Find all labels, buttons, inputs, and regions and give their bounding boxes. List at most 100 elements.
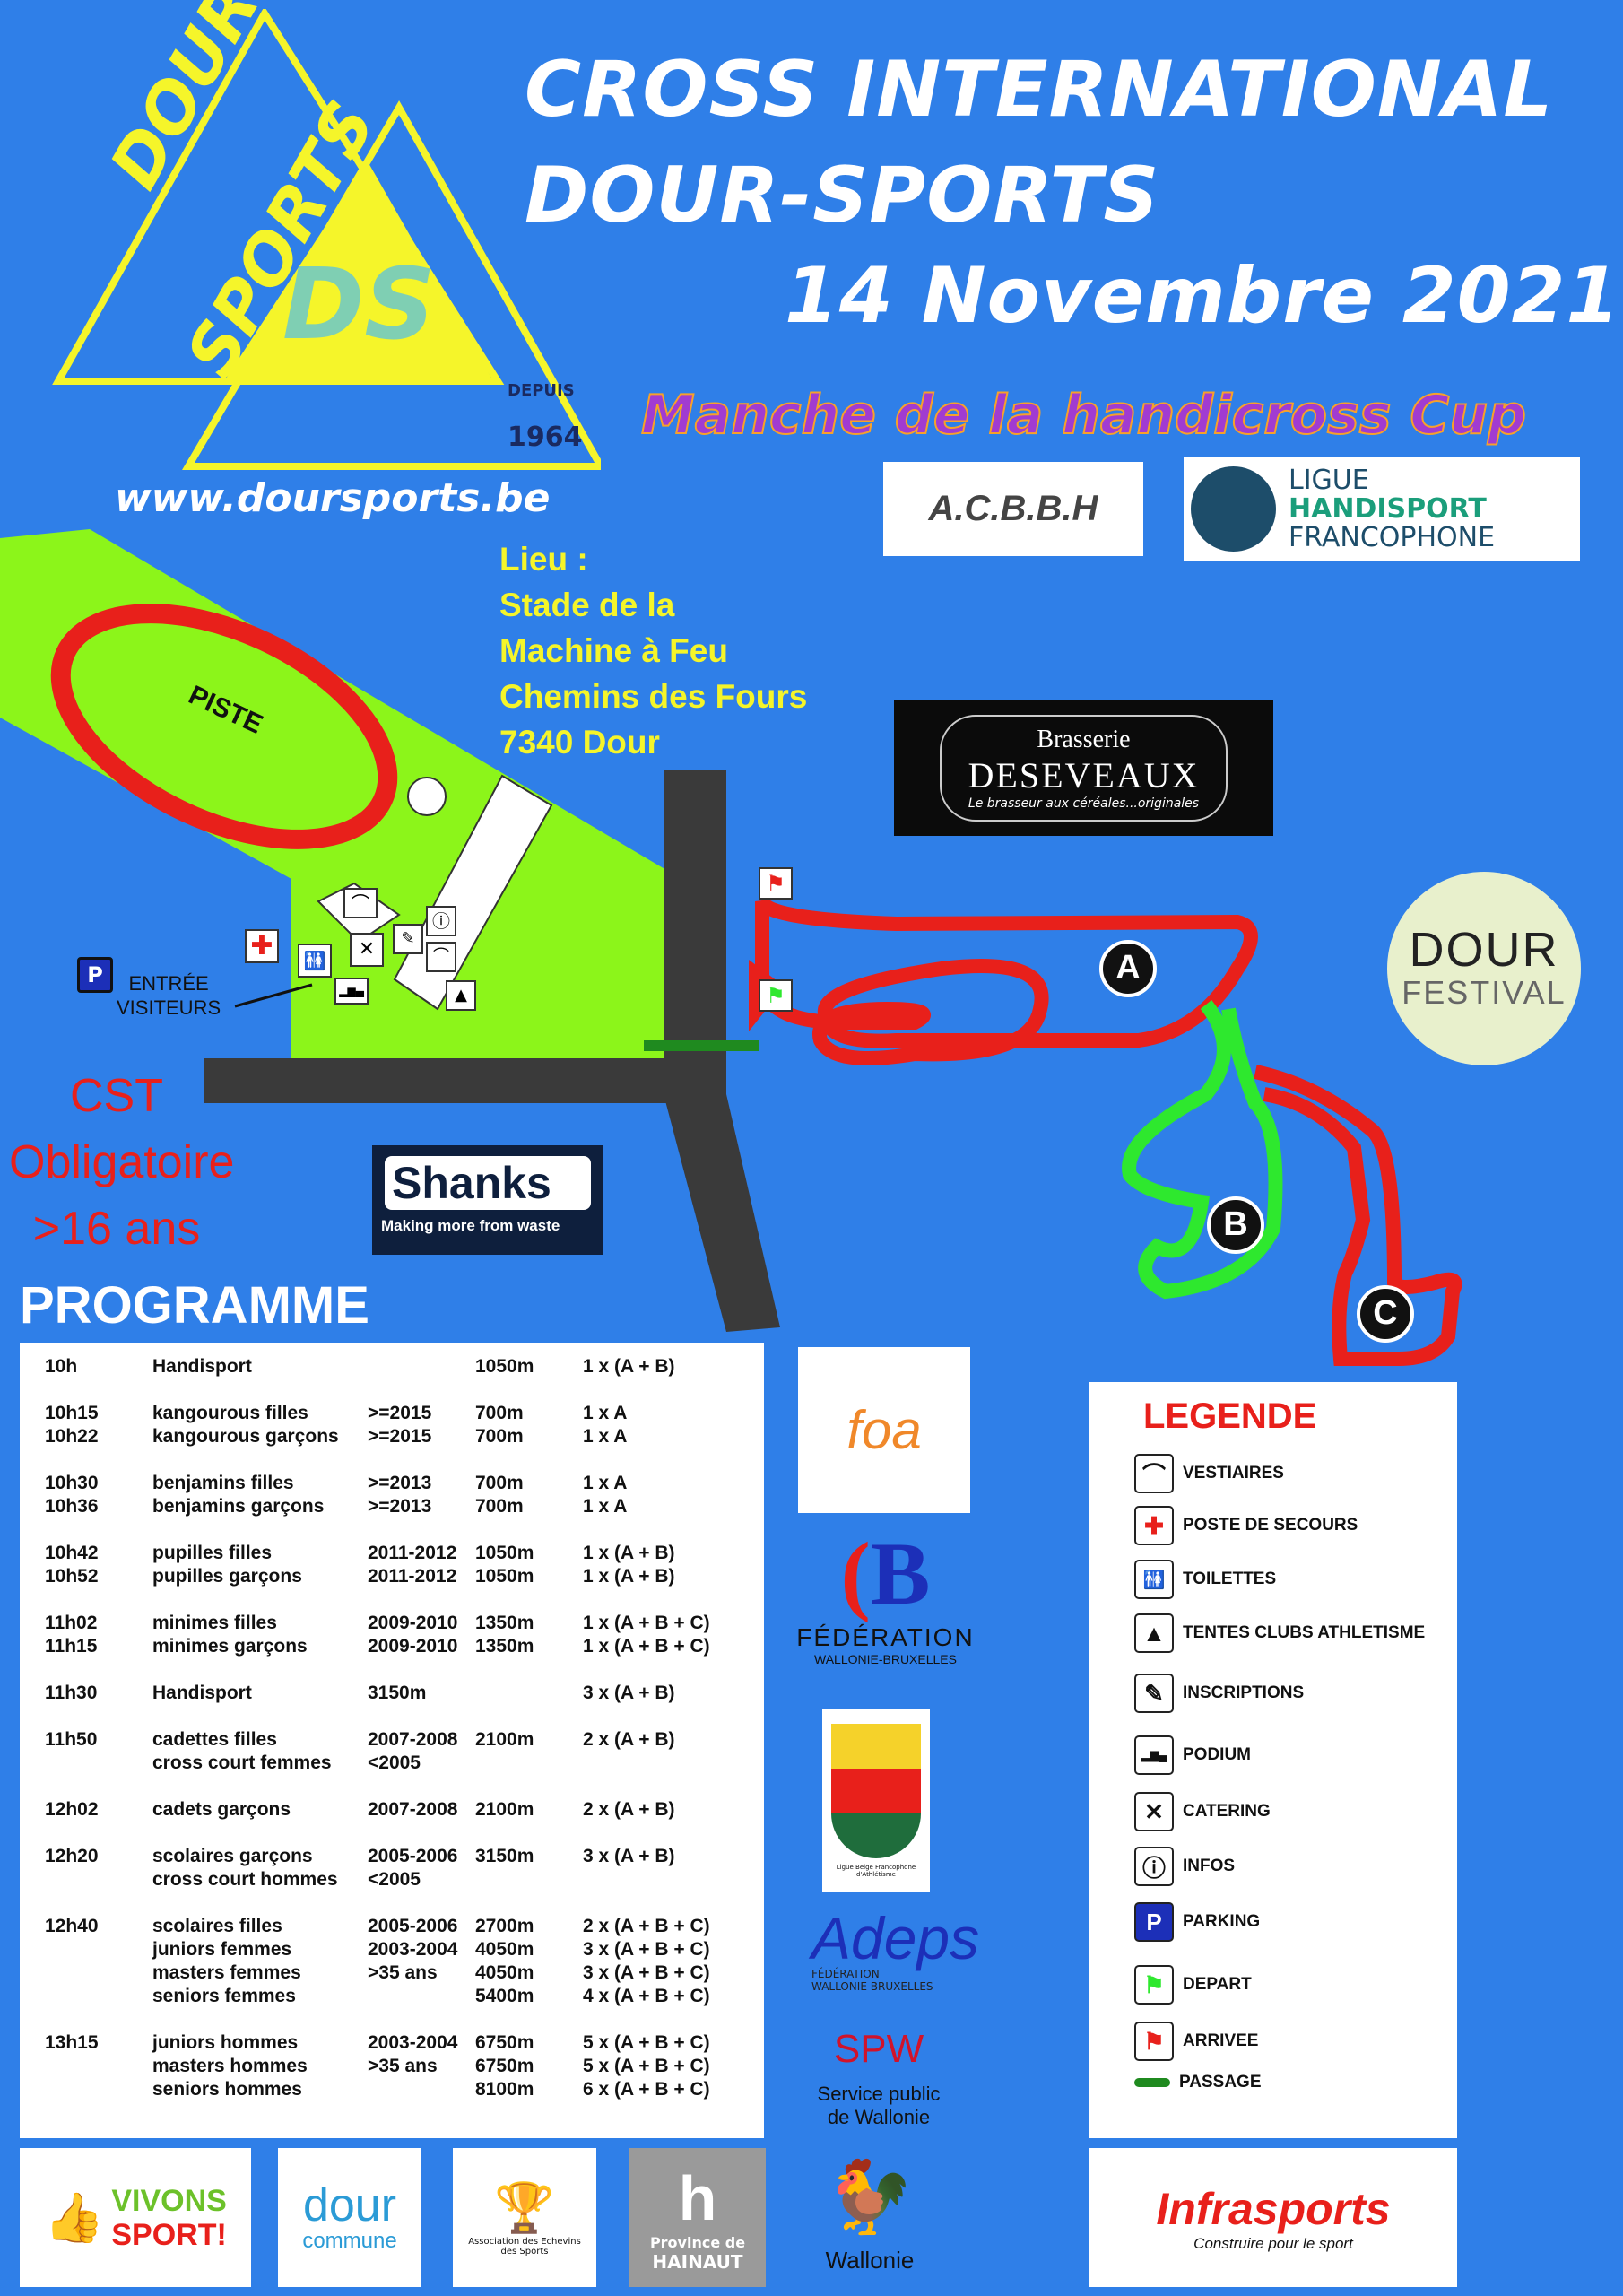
programme-cell-cat: benjamins garçons — [152, 1496, 325, 1517]
programme-cell-laps: 3 x (A + B + C) — [583, 1939, 710, 1960]
programme-cell-laps: 1 x A — [583, 1496, 628, 1517]
legend-label: INFOS — [1183, 1857, 1236, 1875]
parking-map-icon: P — [77, 957, 113, 993]
rooster-icon: 🐓 — [825, 2155, 915, 2239]
legend-label: ARRIVEE — [1183, 2031, 1259, 2050]
programme-cell-cat: juniors femmes — [152, 1939, 292, 1960]
legend-item: 🚻TOILETTES — [1134, 1560, 1276, 1599]
programme-cell-year: 2003-2004 — [368, 1939, 458, 1960]
programme-cell-dist: 4050m — [475, 1962, 534, 1983]
club-logo-since-year: 1964 — [508, 422, 583, 453]
programme-cell-laps: 3 x (A + B + C) — [583, 1962, 710, 1983]
programme-cell-cat: minimes filles — [152, 1613, 277, 1633]
website-link[interactable]: www.doursports.be — [115, 475, 551, 521]
legend-label: PASSAGE — [1179, 2073, 1262, 2092]
toilets-icon: 🚻 — [1134, 1560, 1174, 1599]
programme-cell-time: 12h02 — [45, 1799, 99, 1820]
club-logo — [52, 9, 601, 470]
programme-cell-dist — [475, 1752, 583, 1775]
programme-cell-time — [45, 2078, 152, 2101]
tent-icon: ▲ — [1134, 1613, 1174, 1653]
programme-cell-cat: cadettes filles — [152, 1729, 277, 1750]
programme-cell-laps: 2 x (A + B) — [583, 1729, 675, 1750]
programme-cell-laps: 1 x (A + B) — [583, 1566, 675, 1587]
programme-cell-dist: 1050m — [475, 1543, 534, 1563]
legend-item: ✎ INSCRIPTIONS — [1134, 1674, 1304, 1713]
start-flag-icon: ⚑ — [1134, 1965, 1174, 2005]
programme-cell-cat: masters femmes — [152, 1962, 301, 1983]
legend-item: ▂▆▄PODIUM — [1134, 1735, 1251, 1775]
programme-cell-laps — [583, 1868, 744, 1892]
legend-item: PASSAGE — [1134, 2073, 1262, 2092]
programme-cell-time: 10h52 — [45, 1566, 99, 1587]
trophy-icon: 🏆 — [494, 2179, 555, 2236]
course-map — [0, 529, 1462, 1366]
club-logo-since-label: DEPUIS — [508, 381, 575, 400]
programme-cell-time: 12h20 — [45, 1846, 99, 1866]
shanks-logo: Shanks Making more from waste — [372, 1145, 603, 1255]
programme-cell-time — [45, 2055, 152, 2078]
programme-cell-time: 10h36 — [45, 1496, 99, 1517]
legend-label: POSTE DE SECOURS — [1183, 1516, 1358, 1535]
programme-cell-cat: cross court femmes — [152, 1752, 332, 1773]
programme-cell-year — [368, 1355, 475, 1378]
programme-cell-year: >=2013 — [368, 1496, 432, 1517]
programme-cell-laps — [583, 1752, 744, 1775]
registration-icon: ✎ — [1134, 1674, 1174, 1713]
programme-cell-time: 10h22 — [45, 1426, 99, 1447]
programme-cell-year: <2005 — [368, 1869, 421, 1890]
club-logo-monogram: DS — [282, 247, 436, 361]
programme-cell-cat: scolaires garçons — [152, 1846, 313, 1866]
catering-icon: ✕ — [1134, 1792, 1174, 1831]
tent-map-icon: ▲ — [446, 980, 476, 1011]
programme-cell-cat: Handisport — [152, 1683, 252, 1703]
legend-label: CATERING — [1183, 1802, 1271, 1821]
programme-cell-cat: scolaires filles — [152, 1916, 282, 1936]
legend-label: TENTES CLUBS ATHLETISME — [1183, 1623, 1426, 1642]
programme-cell-cat: seniors femmes — [152, 1986, 296, 2006]
programme-cell-cat: pupilles garçons — [152, 1566, 302, 1587]
programme-cell-time — [45, 1961, 152, 1985]
hanger-map-icon: ⌒ — [343, 888, 378, 918]
legend-title: LEGENDE — [1143, 1396, 1317, 1436]
programme-cell-cat: seniors hommes — [152, 2079, 302, 2100]
programme-cell-year: >=2015 — [368, 1426, 432, 1447]
programme-cell-dist: 2700m — [475, 1916, 534, 1936]
venue-info: Lieu : Stade de la Machine à Feu Chemins… — [499, 541, 808, 761]
programme-cell-dist: 1350m — [475, 1636, 534, 1657]
event-title-line2: DOUR-SPORTS — [525, 151, 1160, 240]
passage-line — [644, 1040, 759, 1051]
programme-cell-laps: 3 x (A + B) — [583, 1683, 675, 1703]
fwb-emblem-icon: (B — [840, 1524, 931, 1623]
registration-map-icon: ✎ — [393, 924, 423, 954]
programme-cell-time: 11h15 — [45, 1636, 98, 1657]
programme-cell-laps: 1 x (A + B + C) — [583, 1613, 710, 1633]
legend-label: INSCRIPTIONS — [1183, 1683, 1305, 1702]
programme-cell-dist: 700m — [475, 1426, 524, 1447]
programme-cell-year: 3150m — [368, 1683, 427, 1703]
programme-cell-time: 11h02 — [45, 1613, 98, 1633]
programme-cell-laps: 4 x (A + B + C) — [583, 1986, 710, 2006]
programme-cell-time: 13h15 — [45, 2032, 99, 2053]
echevins-logo: 🏆 Association des Echevins des Sports — [453, 2148, 596, 2287]
legend-item: ⓘ INFOS — [1134, 1847, 1235, 1886]
parking-icon: P — [1134, 1902, 1174, 1942]
wallonie-logo: 🐓 Wallonie — [807, 2148, 933, 2274]
info-icon: ⓘ — [1134, 1847, 1174, 1886]
legend-item: ▲ TENTES CLUBS ATHLETISME — [1134, 1613, 1425, 1653]
hanger2-map-icon: ⌒ — [426, 942, 456, 972]
programme-cell-year: 2005-2006 — [368, 1846, 458, 1866]
legend-label: VESTIAIRES — [1183, 1464, 1284, 1483]
ligue-handisport-logo: LIGUE HANDISPORT FRANCOPHONE — [1184, 457, 1580, 561]
road-vertical — [664, 770, 726, 1074]
hainaut-emblem-icon: h — [678, 2163, 717, 2233]
dour-commune-logo: dour commune — [278, 2148, 421, 2287]
